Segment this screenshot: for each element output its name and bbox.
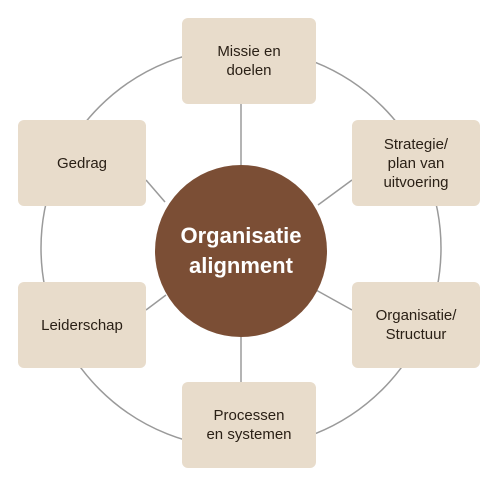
node-processen-en-systemen: Processen en systemen [182, 382, 316, 468]
spoke-strategie [317, 179, 353, 206]
node-leiderschap: Leiderschap [18, 282, 146, 368]
node-gedrag: Gedrag [18, 120, 146, 206]
spoke-structuur [315, 289, 353, 311]
spoke-gedrag [145, 179, 166, 203]
spoke-leiderschap [145, 294, 167, 311]
node-organisatie-structuur: Organisatie/ Structuur [352, 282, 480, 368]
node-strategie-plan-van-uitvoering: Strategie/ plan van uitvoering [352, 120, 480, 206]
center-organisatie-alignment: Organisatie alignment [155, 165, 327, 337]
node-missie-en-doelen: Missie en doelen [182, 18, 316, 104]
